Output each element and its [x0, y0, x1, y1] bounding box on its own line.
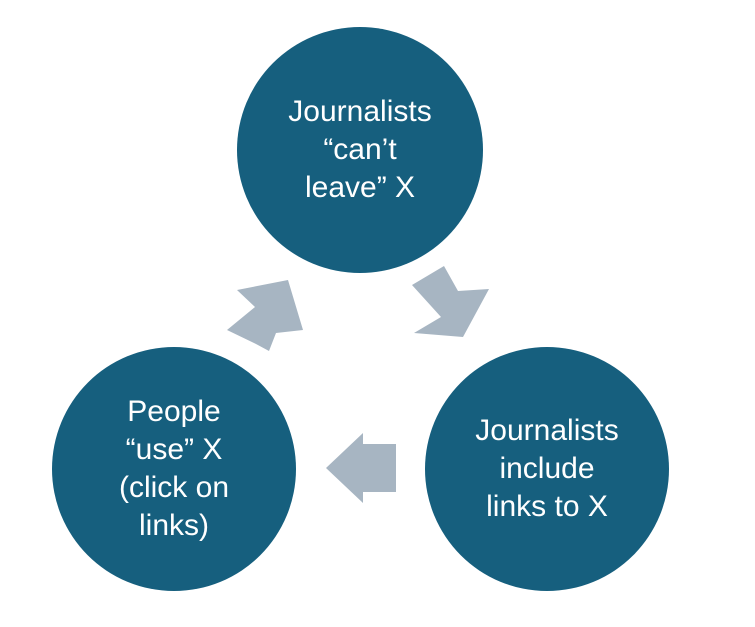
- node-left-line-4: links): [138, 509, 209, 542]
- arrow-top-to-right: [412, 266, 489, 337]
- node-left-line-1: People: [127, 395, 221, 428]
- node-right-line-1: Journalists: [475, 414, 619, 447]
- arrow-left-to-top: [227, 280, 303, 351]
- node-left-line-3: (click on: [118, 471, 230, 504]
- node-top-line-2: “can’t: [323, 133, 397, 166]
- node-right-line-2: include: [499, 452, 595, 485]
- node-journalists-include-links: Journalists include links to X: [425, 347, 669, 591]
- node-top-line-1: Journalists: [288, 95, 432, 128]
- node-left-line-2: “use” X: [125, 433, 223, 466]
- arrow-right-to-left: [326, 433, 396, 503]
- node-right-line-3: links to X: [486, 490, 608, 523]
- node-people-use-x: People “use” X (click on links): [52, 347, 296, 591]
- node-journalists-cant-leave: Journalists “can’t leave” X: [237, 27, 483, 273]
- node-top-line-3: leave” X: [304, 171, 416, 204]
